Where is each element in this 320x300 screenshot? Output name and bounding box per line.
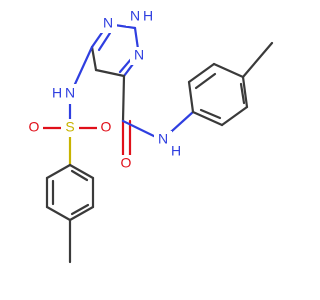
atom-label-bg <box>25 119 43 137</box>
bond <box>68 163 95 180</box>
bond <box>70 169 89 182</box>
bond <box>187 80 195 114</box>
atom-label-bg <box>52 84 80 104</box>
bond <box>212 62 245 79</box>
nitrogen-atom-label: N <box>130 8 140 24</box>
nitrogen-atom-label: N <box>158 131 168 147</box>
nitrogen-atom-label: N <box>134 47 144 63</box>
bond <box>194 72 217 90</box>
sulfur-atom-label: S <box>65 119 74 135</box>
atom-label-bg <box>154 131 172 159</box>
oxygen-atom-label: O <box>101 119 112 135</box>
bond <box>187 62 216 84</box>
bond <box>94 68 126 78</box>
lower-tolyl-ring <box>45 163 95 264</box>
bond <box>70 203 90 216</box>
atom-label-bg <box>126 8 154 26</box>
bond <box>191 110 224 127</box>
atom-label-bg <box>99 15 117 33</box>
oxygen-atom-label: O <box>29 119 40 135</box>
nitrogen-atom-label: N <box>103 15 113 31</box>
hydrogen-atom-label: H <box>52 85 62 101</box>
right-tolyl-ring <box>160 41 274 142</box>
bond <box>241 75 249 109</box>
bond <box>121 74 126 123</box>
atom-label-bg <box>61 119 79 137</box>
bond <box>220 105 249 127</box>
atom-label-bg <box>97 119 115 137</box>
oxygen-atom-label: O <box>121 155 132 171</box>
bond <box>97 31 112 52</box>
hydrogen-atom-label: H <box>171 143 181 159</box>
bond <box>45 205 72 222</box>
bond <box>199 108 222 120</box>
atom-label-bg <box>130 47 148 65</box>
bond <box>239 82 246 105</box>
bond <box>45 163 72 180</box>
bond <box>68 205 95 222</box>
atom-labels: N N H N H N O S O O N H <box>25 8 181 173</box>
atom-label-bg <box>117 155 135 173</box>
bond <box>90 45 98 72</box>
molecule-structure: N N H N H N O S O O N H <box>25 7 274 264</box>
bond <box>241 41 274 79</box>
nitrogen-atom-label: N <box>65 85 75 101</box>
hydrogen-atom-label: H <box>143 8 153 24</box>
